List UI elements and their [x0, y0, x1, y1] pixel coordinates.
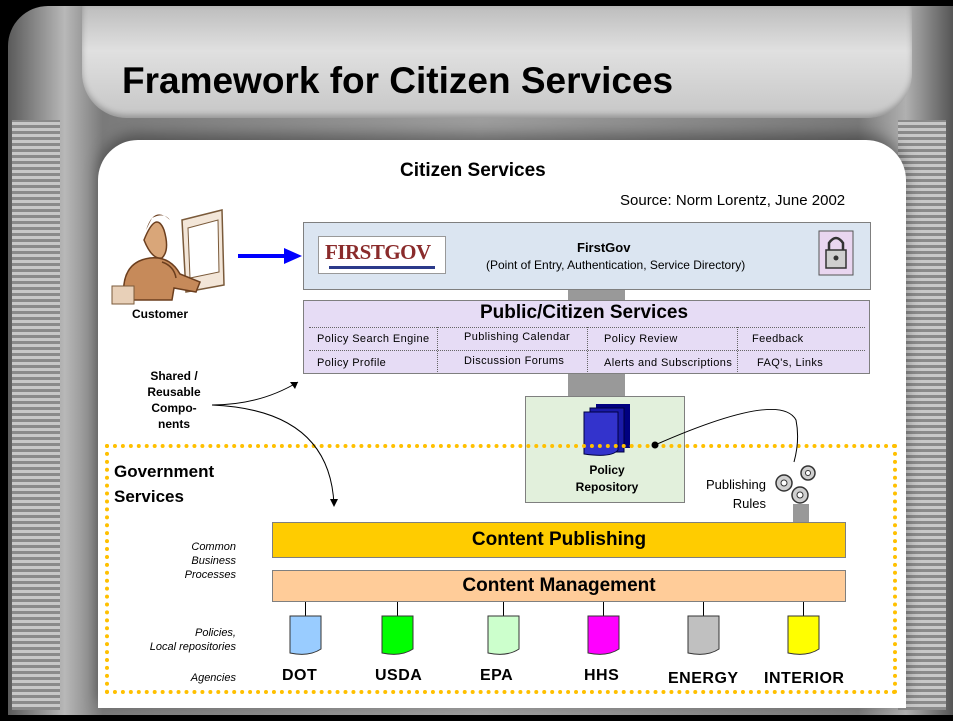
service-cell: Discussion Forums [464, 355, 565, 367]
government-services-border [105, 444, 897, 694]
agency-document-icon [289, 615, 322, 655]
agencies-label: Agencies [190, 672, 236, 684]
agency-connector [803, 602, 804, 616]
service-cell: FAQ's, Links [757, 357, 824, 369]
repo-label-line: Policy [589, 463, 625, 477]
connector [568, 290, 625, 300]
left-stripes [12, 120, 60, 710]
repo-label-line: Repository [575, 480, 639, 494]
agency-connector [503, 602, 504, 616]
agency-document-icon [381, 615, 414, 655]
service-cell: Policy Search Engine [317, 333, 430, 345]
grid-line [737, 327, 738, 372]
blue-arrow [238, 248, 302, 264]
gov-label-line: Government [114, 462, 215, 481]
customer-label: Customer [132, 307, 189, 321]
firstgov-logo-underline [329, 266, 435, 269]
agency-name: HHS [584, 667, 620, 684]
agency-connector [305, 602, 306, 616]
connector [568, 374, 625, 396]
service-cell: Publishing Calendar [464, 331, 571, 343]
shared-label-line: Reusable [147, 385, 201, 399]
agency-name: USDA [375, 667, 423, 684]
policy-repository-label: Policy Repository [557, 462, 657, 496]
content-management-label: Content Management [462, 575, 656, 596]
content-publishing-label: Content Publishing [471, 529, 647, 550]
gears-icon [775, 465, 816, 504]
agency-document-icon [587, 615, 620, 655]
content-publishing-bar [272, 522, 846, 558]
agency-connector [703, 602, 704, 616]
customer-icon [111, 209, 225, 305]
firstgov-logo-text: FIRSTGOV [325, 240, 431, 264]
agency-connector [603, 602, 604, 616]
grid-line [587, 327, 588, 372]
rules-label-line: Publishing [706, 477, 766, 492]
government-services-label: Government Services [114, 459, 214, 509]
right-stripes [898, 120, 946, 710]
shared-label-line: nents [157, 417, 190, 431]
diagram-subtitle: Citizen Services [400, 160, 546, 181]
title-bar [82, 6, 912, 118]
pl-line: Local repositories [149, 641, 236, 653]
content-management-bar [272, 570, 846, 602]
slide-title: Framework for Citizen Services [122, 60, 674, 101]
grid-line [437, 327, 438, 372]
agency-name: ENERGY [668, 670, 739, 687]
public-services-title: Public/Citizen Services [480, 302, 689, 323]
shared-label-line: Shared / [150, 369, 198, 383]
service-cell: Policy Review [604, 333, 678, 345]
firstgov-title: FirstGov [577, 240, 631, 255]
shared-label-line: Compo- [151, 401, 197, 415]
agency-name: EPA [480, 667, 514, 684]
common-business-label: Common Business Processes [116, 540, 236, 582]
agency-name: INTERIOR [764, 670, 845, 687]
public-services-box [303, 300, 870, 374]
service-cell: Alerts and Subscriptions [604, 357, 733, 369]
agency-document-icon [687, 615, 720, 655]
cb-line: Business [191, 555, 236, 567]
cb-line: Common [191, 541, 236, 553]
service-cell: Policy Profile [317, 357, 387, 369]
source-note: Source: Norm Lorentz, June 2002 [620, 192, 846, 209]
shared-components-label: Shared / Reusable Compo- nents [138, 368, 210, 432]
pl-line: Policies, [195, 627, 236, 639]
agency-connector [397, 602, 398, 616]
publishing-rules-label: Publishing Rules [692, 475, 766, 513]
cb-line: Processes [184, 569, 236, 581]
rules-label-line: Rules [732, 496, 766, 511]
policies-local-label: Policies, Local repositories [116, 626, 236, 654]
gov-label-line: Services [114, 487, 184, 506]
agency-document-icon [787, 615, 820, 655]
firstgov-subtitle: (Point of Entry, Authentication, Service… [486, 258, 746, 272]
connector [793, 504, 809, 522]
firstgov-logo: FIRSTGOV [318, 236, 446, 274]
agency-document-icon [487, 615, 520, 655]
agency-name: DOT [282, 667, 318, 684]
service-cell: Feedback [752, 333, 804, 345]
lock-icon [818, 230, 854, 276]
